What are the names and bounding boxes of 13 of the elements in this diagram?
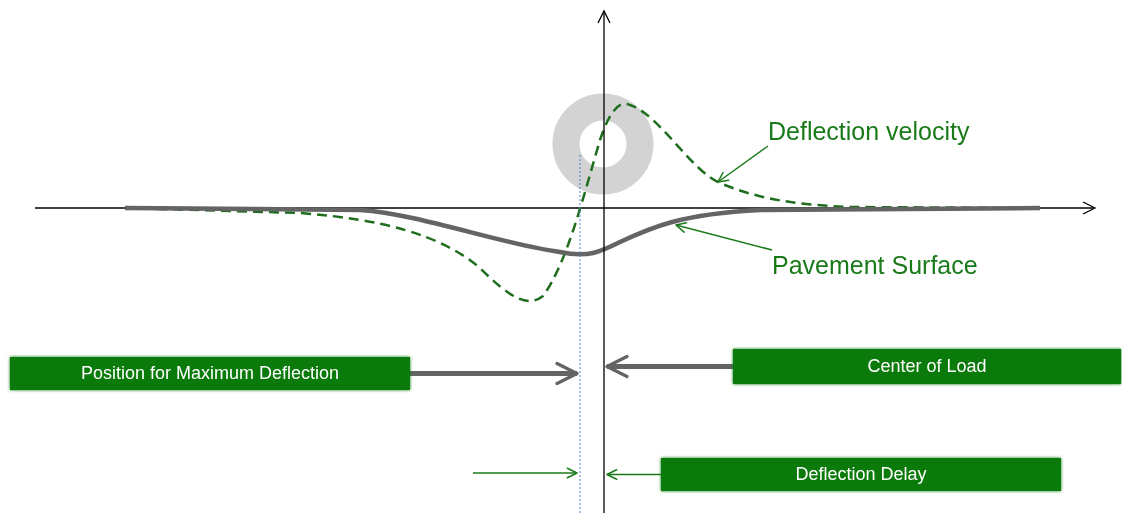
- leader-line: [675, 222, 773, 251]
- label-box: Deflection Delay: [661, 458, 1061, 491]
- arrow: [606, 468, 662, 481]
- callout-text: Deflection velocity: [768, 116, 970, 146]
- vertical-axis: [597, 9, 611, 513]
- arrow: [605, 354, 733, 379]
- arrow: [472, 467, 578, 479]
- label-box: Position for Maximum Deflection: [10, 357, 410, 390]
- arrow: [410, 361, 579, 386]
- label-box: Center of Load: [733, 349, 1121, 384]
- callout-text: Pavement Surface: [772, 250, 978, 280]
- reference-line: [579, 154, 581, 513]
- leader-line: [717, 145, 769, 183]
